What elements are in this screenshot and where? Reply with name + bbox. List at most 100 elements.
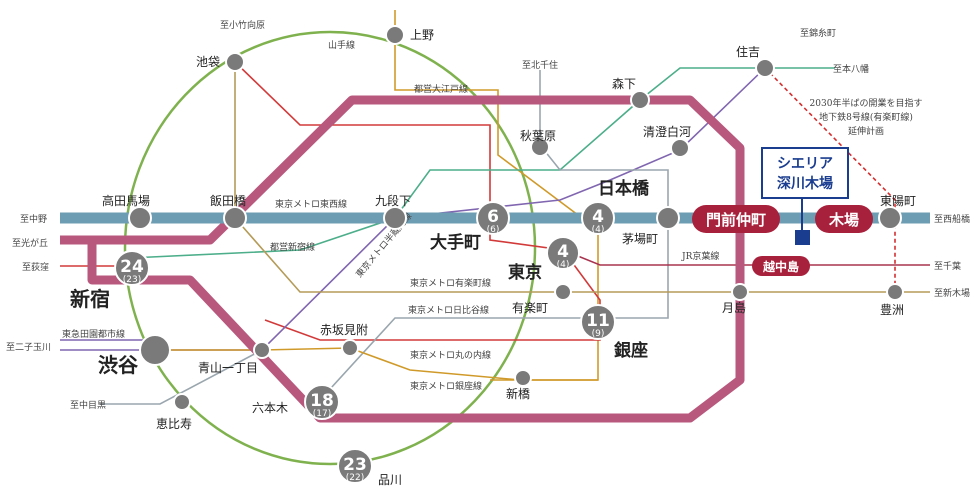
time-roppongi: 18 — [310, 391, 334, 411]
badge-ginza: 11 (9) — [580, 304, 616, 340]
name-etchujima: 越中島 — [762, 259, 799, 274]
dir-shinkiba: 至新木場 — [934, 287, 970, 299]
label-keiyo: JR京葉線 — [681, 250, 719, 262]
label-tozai: 東京メトロ東西線 — [275, 198, 347, 210]
time-tokyo-sub: (4) — [557, 260, 570, 270]
plan8-line — [764, 67, 896, 292]
name-monzen: 門前仲町 — [706, 211, 766, 229]
label-yamanote: 山手線 — [328, 39, 355, 51]
time-otemachi-sub: (6) — [487, 225, 500, 235]
dir-motoyawata: 至本八幡 — [833, 63, 869, 75]
name-ebisu: 恵比寿 — [156, 417, 192, 431]
name-shibuya: 渋谷 — [98, 353, 139, 377]
name-roppongi: 六本木 — [252, 401, 288, 415]
dot-yurakucho — [554, 283, 572, 301]
dot-akasakamitsuke — [341, 339, 359, 357]
pill-monzen: 門前仲町 — [692, 205, 780, 233]
label-shinjuku: 都営新宿線 — [270, 241, 315, 253]
name-otemachi: 大手町 — [430, 232, 481, 253]
name-kiba: 木場 — [828, 211, 859, 229]
label-marunouchi: 東京メトロ丸の内線 — [410, 349, 491, 361]
name-ginza: 銀座 — [614, 340, 648, 361]
name-shinbashi: 新橋 — [506, 386, 530, 401]
dir-nakameguro: 至中目黒 — [70, 399, 106, 411]
name-toyosu: 豊洲 — [880, 303, 904, 317]
label-yurakucho: 東京メトロ有楽町線 — [410, 277, 491, 289]
time-shinagawa-sub: (22) — [346, 473, 364, 483]
badge-shinagawa: 23 (22) — [337, 448, 373, 484]
time-tokyo: 4 — [557, 242, 569, 262]
name-kiyosumi: 清澄白河 — [643, 124, 691, 139]
plan-note-1: 2030年半ばの開業を目指す — [810, 97, 923, 109]
dir-chiba: 至千葉 — [934, 260, 961, 272]
plan-note-3: 延伸計画 — [848, 125, 884, 137]
dot-kudanshita — [383, 206, 407, 230]
dot-iidabashi — [223, 206, 247, 230]
badge-nihonbashi: 4 (4) — [581, 201, 615, 235]
dir-kitasenju: 至北千住 — [522, 59, 558, 71]
dot-ueno — [385, 25, 405, 45]
name-kayabacho: 茅場町 — [622, 232, 658, 246]
time-nihonbashi: 4 — [592, 207, 604, 227]
dir-kinshicho: 至錦糸町 — [800, 27, 836, 39]
yamanote-line — [123, 30, 537, 466]
pill-kiba: 木場 — [815, 205, 873, 233]
name-ikebukuro: 池袋 — [196, 55, 220, 69]
dot-sumiyoshi — [755, 58, 775, 78]
oedo-line — [60, 95, 745, 423]
name-tsukishima: 月島 — [722, 300, 746, 315]
label-ginza: 東京メトロ銀座線 — [410, 380, 482, 392]
dot-shibuya — [139, 334, 171, 366]
dot-morishita — [630, 90, 650, 110]
dir-nishifunabashi: 至西船橋 — [934, 213, 970, 225]
dot-akihabara — [530, 137, 550, 157]
keiyo-line — [562, 249, 930, 266]
property-line2: 深川木場 — [777, 175, 833, 192]
label-hibiya: 東京メトロ日比谷線 — [408, 304, 489, 316]
name-ueno: 上野 — [410, 28, 434, 42]
name-akihabara: 秋葉原 — [520, 129, 556, 143]
badge-shinjuku: 24 (23) — [114, 250, 150, 286]
dot-kiyosumi — [670, 138, 690, 158]
station-dots — [128, 25, 904, 411]
name-akasakamitsuke: 赤坂見附 — [320, 323, 368, 337]
time-shinjuku: 24 — [120, 257, 144, 277]
property-marker: シエリア 深川木場 — [761, 147, 849, 245]
pill-etchujima: 越中島 — [752, 256, 810, 276]
yurakucho-line — [234, 62, 930, 293]
dir-futakotamagawa: 至二子玉川 — [6, 342, 51, 353]
dot-aoyama — [253, 341, 271, 359]
time-shinjuku-sub: (23) — [123, 275, 141, 285]
label-toyoko: 東急田園都市線 — [62, 328, 125, 340]
dot-toyosu — [886, 283, 904, 301]
time-ginza: 11 — [586, 311, 610, 331]
time-ginza-sub: (9) — [592, 329, 605, 339]
name-toyocho: 東陽町 — [880, 194, 916, 208]
dot-ikebukuro — [225, 52, 245, 72]
ginza-lower — [155, 347, 598, 381]
name-nihonbashi: 日本橋 — [598, 178, 650, 199]
badge-otemachi: 6 (6) — [476, 201, 510, 235]
name-iidabashi: 飯田橋 — [210, 193, 246, 208]
property-line1: シエリア — [777, 156, 833, 172]
hibiya-west — [100, 349, 263, 405]
dot-ebisu — [173, 393, 191, 411]
name-tokyo: 東京 — [508, 262, 542, 283]
dot-toyocho — [878, 206, 902, 230]
dir-komagome: 至小竹向原 — [220, 19, 265, 31]
dot-takadanobaba — [128, 206, 152, 230]
label-oedo: 都営大江戸線 — [414, 83, 468, 95]
dir-ogikubo: 至荻窪 — [22, 261, 49, 273]
time-nihonbashi-sub: (4) — [592, 225, 605, 235]
badge-tokyo: 4 (4) — [546, 236, 580, 270]
plan-note-2: 地下鉄8号線(有楽町線) — [819, 111, 913, 123]
name-sumiyoshi: 住吉 — [736, 45, 760, 59]
name-aoyama: 青山一丁目 — [198, 361, 258, 375]
dot-tsukishima — [731, 283, 749, 301]
time-otemachi: 6 — [487, 207, 499, 227]
ginza-line — [394, 10, 599, 381]
name-shinjuku: 新宿 — [70, 287, 110, 311]
name-yurakucho: 有楽町 — [512, 301, 548, 315]
name-morishita: 森下 — [612, 76, 636, 91]
name-takadanobaba: 高田馬場 — [102, 193, 150, 208]
